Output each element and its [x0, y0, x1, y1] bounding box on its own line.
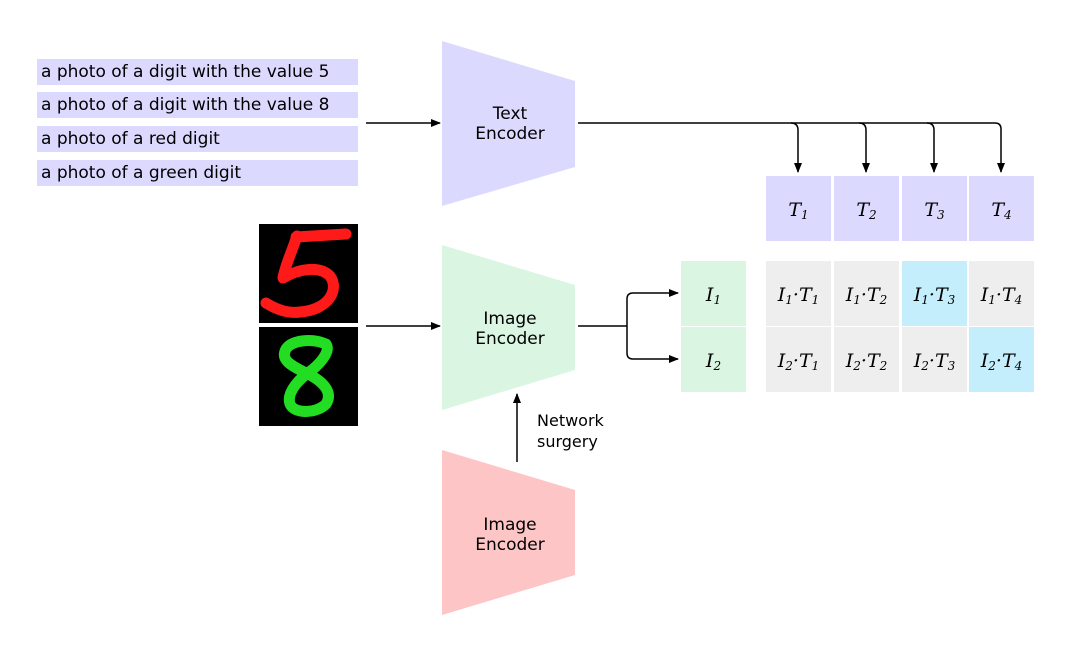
similarity-label: I1·T4 — [980, 284, 1023, 307]
similarity-label: I1·T2 — [845, 284, 888, 307]
similarity-cell — [969, 261, 1034, 326]
text-encoder-label-1: Text — [492, 104, 528, 124]
network-surgery-label: Network surgery — [537, 410, 604, 452]
image-encoder-shape — [442, 245, 575, 410]
text-embedding-label: T4 — [991, 199, 1011, 222]
similarity-label: I2·T4 — [980, 350, 1023, 373]
i1-branch — [626, 289, 679, 326]
digit-5-stroke — [260, 228, 352, 318]
text-encoder-shape — [442, 41, 575, 206]
prompt-box: a photo of a red digit — [37, 126, 358, 152]
text-embedding-cell — [902, 176, 967, 241]
image-embedding-label: I2 — [705, 350, 721, 373]
text-embedding-label: T2 — [856, 199, 876, 222]
image-encoder-label-1: Image — [483, 309, 536, 329]
surgery-encoder-label-1: Image — [483, 515, 536, 535]
text-embedding-cell — [834, 176, 899, 241]
similarity-cell — [969, 327, 1034, 392]
similarity-cell — [766, 327, 831, 392]
prompt-box: a photo of a green digit — [37, 160, 358, 186]
network-surgery-line1: Network — [537, 411, 604, 430]
prompt-box: a photo of a digit with the value 5 — [37, 59, 358, 85]
similarity-label: I2·T1 — [777, 350, 820, 373]
image-embedding-label: I1 — [705, 284, 721, 307]
similarity-cell — [834, 327, 899, 392]
text-embedding-label: T3 — [924, 199, 945, 222]
similarity-label: I1·T3 — [913, 284, 956, 307]
digit-image-5 — [259, 224, 358, 323]
similarity-cell — [834, 261, 899, 326]
text-embedding-cell — [969, 176, 1034, 241]
similarity-cell — [902, 261, 967, 326]
text-encoder-label-2: Encoder — [475, 124, 545, 144]
similarity-cell — [902, 327, 967, 392]
t3-branch — [926, 122, 938, 173]
similarity-label: I2·T3 — [913, 350, 956, 373]
text-embedding-label: T1 — [788, 199, 808, 222]
similarity-label: I2·T2 — [845, 350, 888, 373]
image-encoder-label-2: Encoder — [475, 329, 545, 349]
prompt-box: a photo of a digit with the value 8 — [37, 92, 358, 118]
similarity-label: I1·T1 — [777, 284, 820, 307]
i2-branch — [626, 326, 679, 363]
surgery-encoder-label-2: Encoder — [475, 535, 545, 555]
digit-8-stroke — [279, 335, 334, 417]
digit-image-8 — [259, 327, 358, 426]
t2-branch — [858, 122, 870, 173]
image-embedding-cell — [681, 261, 746, 326]
surgery-encoder-shape — [442, 450, 575, 615]
similarity-cell — [766, 261, 831, 326]
text-output-bus — [578, 122, 1002, 130]
network-surgery-line2: surgery — [537, 432, 598, 451]
text-embedding-cell — [766, 176, 831, 241]
image-embedding-cell — [681, 327, 746, 392]
t1-branch — [790, 122, 802, 173]
